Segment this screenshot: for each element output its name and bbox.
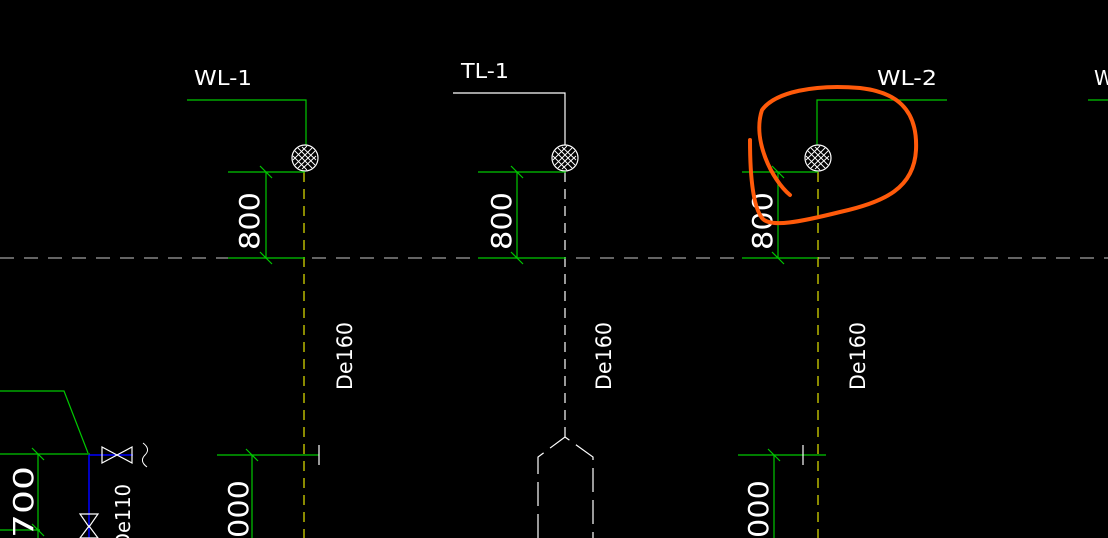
- pipe-size-text: De160: [333, 322, 357, 390]
- dimension-tick-bottom: [771, 251, 785, 265]
- annotation-loop: [748, 84, 919, 226]
- pipe-label-partial: W: [1094, 66, 1108, 90]
- dimension-tick-lower: [245, 448, 259, 462]
- pipe-symbol-icon: [551, 144, 579, 172]
- pipe-symbol-icon: [291, 144, 319, 172]
- pipe-symbol-icon: [804, 144, 832, 172]
- hand-drawn-annotation: [748, 84, 919, 226]
- dimension-tick-lower: [767, 448, 781, 462]
- valve-handle-icon: [141, 442, 149, 468]
- pipe-size-text: De160: [846, 322, 870, 390]
- leader-line: [0, 390, 89, 454]
- dimension-tick-top: [771, 165, 785, 179]
- pipe-size-text: De160: [592, 322, 616, 390]
- gate-valve-icon[interactable]: [78, 513, 100, 538]
- dimension-text: 800: [485, 192, 518, 250]
- pipe-label-wl-1: WL-1: [194, 66, 252, 90]
- dimension-tick-top: [510, 165, 524, 179]
- pipe-wl-1[interactable]: WL-1 800 De160 000: [187, 66, 357, 538]
- pipe-label-tl-1: TL-1: [460, 59, 509, 83]
- lower-dimension-text: 000: [222, 480, 255, 538]
- leader-line: [816, 99, 947, 145]
- lower-dimension-text: 000: [742, 480, 775, 538]
- pipe-size-text: De110: [111, 484, 135, 538]
- pipe-branch-fitting: [537, 436, 594, 538]
- dimension-tick-bottom: [510, 251, 524, 265]
- dimension-tick-top: [31, 447, 45, 461]
- dimension-text: 800: [233, 192, 266, 250]
- pipe-label-wl-2: WL-2: [877, 66, 937, 90]
- dimension-tick-top: [259, 165, 273, 179]
- gate-valve-icon[interactable]: [101, 446, 133, 464]
- pipe-tl-1[interactable]: TL-1 800 De160: [453, 59, 616, 538]
- leader-line: [187, 99, 307, 145]
- pipe-partial-right[interactable]: W: [1088, 66, 1108, 101]
- dimension-tick-bottom: [31, 523, 45, 537]
- dimension-tick-bottom: [259, 251, 273, 265]
- leader-line: [453, 92, 566, 145]
- dimension-text: 700: [7, 466, 40, 538]
- left-fixture[interactable]: 700 De110 000: [0, 390, 149, 538]
